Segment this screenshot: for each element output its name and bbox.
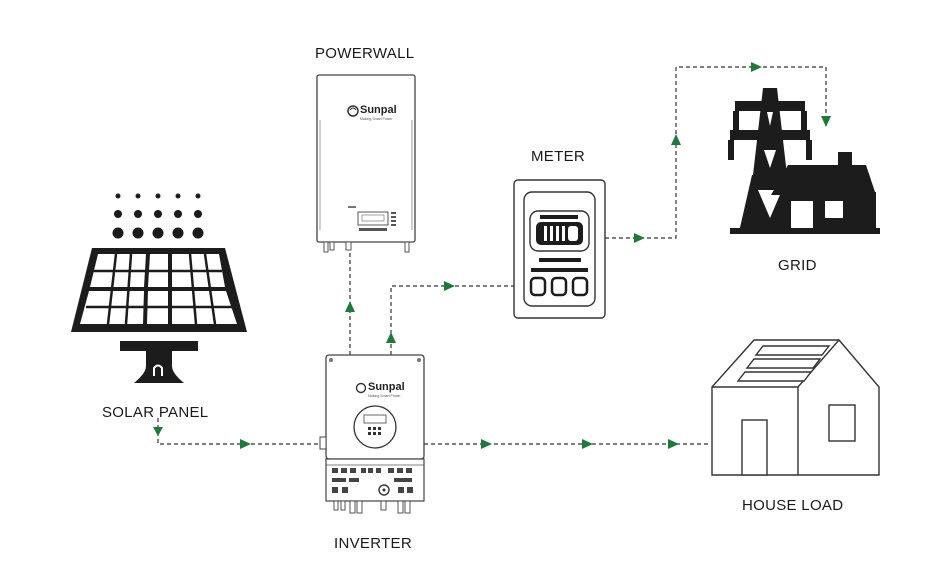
inverter-label: INVERTER xyxy=(334,535,412,552)
meter-icon xyxy=(513,179,606,319)
arrow-right-grid-2 xyxy=(751,62,762,72)
powerwall-brand-tagline: Making Smart Power xyxy=(360,117,393,121)
powerwall-battery-icon xyxy=(316,74,416,253)
sun-dots xyxy=(112,193,204,239)
inverter-brand-tagline: Making Smart Power xyxy=(368,394,401,398)
powerwall-label: POWERWALL xyxy=(315,45,415,62)
arrow-right-house-1 xyxy=(481,439,492,449)
arrow-down-solar xyxy=(153,427,163,436)
arrow-right-solar xyxy=(240,439,251,449)
inverter-to-meter-line xyxy=(390,285,514,355)
meter-to-grid-line xyxy=(605,66,827,239)
arrow-up-powerwall xyxy=(345,301,355,312)
arrow-right-house-2 xyxy=(582,439,593,449)
arrow-down-grid xyxy=(821,116,831,127)
solar-panel-icon xyxy=(71,193,247,383)
powerwall-brand-text: Sunpal xyxy=(360,104,397,116)
flow-arrows xyxy=(153,62,831,449)
arrow-right-house-3 xyxy=(668,439,679,449)
inverter-icon xyxy=(319,354,425,514)
grid-tower-icon xyxy=(728,88,880,234)
house-load-label: HOUSE LOAD xyxy=(742,497,844,514)
arrow-up-meter xyxy=(386,332,396,343)
solar-to-inverter-line xyxy=(157,418,322,445)
inverter-brand-text: Sunpal xyxy=(368,381,405,393)
arrow-up-grid xyxy=(671,134,681,145)
meter-label: METER xyxy=(531,148,585,165)
arrow-right-grid-1 xyxy=(634,233,645,243)
house-load-icon xyxy=(711,339,880,476)
arrow-right-meter xyxy=(444,281,455,291)
grid-label: GRID xyxy=(778,257,817,274)
solar-panel-label: SOLAR PANEL xyxy=(102,404,209,421)
